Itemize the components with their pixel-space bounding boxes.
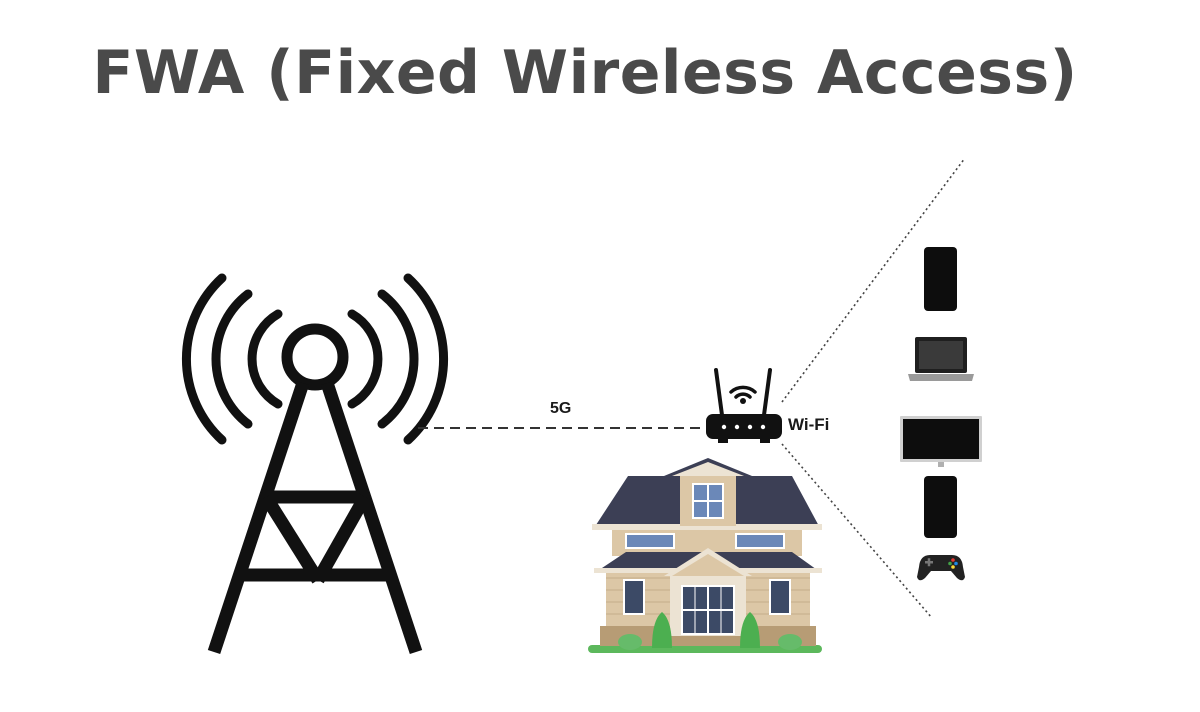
- tablet-icon: [924, 476, 957, 538]
- wifi-link-label: Wi-Fi: [788, 415, 829, 434]
- monitor-icon: [900, 416, 982, 467]
- cellular-link-label: 5G: [550, 400, 571, 417]
- laptop-icon: [908, 337, 974, 381]
- wifi-coverage-lines: [781, 157, 966, 619]
- smartphone-icon: [924, 247, 957, 311]
- wifi-router-icon: [706, 368, 782, 443]
- page-title: FWA (Fixed Wireless Access): [92, 38, 1078, 108]
- house-icon: [588, 458, 822, 653]
- gamepad-icon: [917, 555, 965, 581]
- cell-tower-icon: [182, 273, 448, 655]
